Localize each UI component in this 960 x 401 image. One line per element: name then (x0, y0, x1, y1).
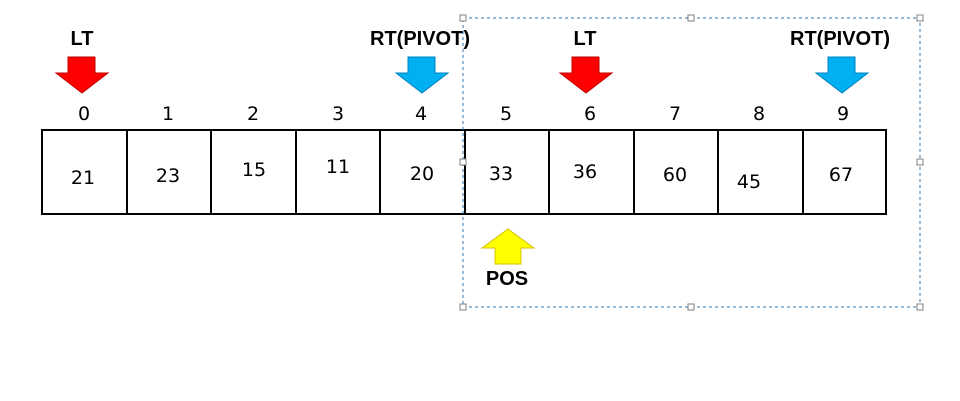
lt-label-left: LT (71, 28, 94, 50)
array-cell-9 (802, 129, 887, 215)
cell-value: 11 (326, 156, 350, 178)
pos-label: POS (486, 268, 528, 290)
cell-value: 33 (489, 163, 513, 185)
selection-handle[interactable] (687, 303, 695, 311)
index-label: 4 (415, 103, 427, 125)
selection-handle[interactable] (459, 303, 467, 311)
index-label: 5 (500, 103, 512, 125)
index-label: 0 (78, 103, 90, 125)
cell-value: 15 (242, 159, 266, 181)
array-indices: 0 1 2 3 4 5 6 7 8 9 (78, 103, 849, 125)
selection-handle[interactable] (459, 158, 467, 166)
rt-pivot-label-right: RT(PIVOT) (790, 28, 890, 50)
selection-handle[interactable] (459, 14, 467, 22)
cell-value: 36 (573, 161, 597, 183)
cell-value: 20 (410, 163, 434, 185)
lt-label-right: LT (574, 28, 597, 50)
cell-value: 45 (737, 171, 761, 193)
index-label: 3 (332, 103, 344, 125)
rt-pivot-label-left: RT(PIVOT) (370, 28, 470, 50)
array-cell-7 (633, 129, 719, 215)
selection-handle[interactable] (916, 303, 924, 311)
array-cells (41, 129, 887, 215)
selection-handle[interactable] (916, 14, 924, 22)
cell-value: 23 (156, 165, 180, 187)
array-cell-0 (41, 129, 128, 215)
cell-value: 67 (829, 164, 853, 186)
array-cell-4 (379, 129, 466, 215)
cell-value: 60 (663, 164, 687, 186)
rt-pivot-arrow-right-icon (814, 56, 870, 94)
marker-arrows (54, 56, 870, 265)
array-cell-1 (126, 129, 212, 215)
index-label: 1 (162, 103, 174, 125)
pos-arrow-icon (480, 228, 536, 265)
index-label: 7 (669, 103, 681, 125)
array-cell-5 (464, 129, 550, 215)
array-cell-6 (548, 129, 635, 215)
selection-box[interactable] (459, 14, 924, 311)
index-label: 8 (753, 103, 765, 125)
array-cell-8 (717, 129, 804, 215)
lt-arrow-left-icon (54, 56, 110, 94)
array-values: 21 23 15 11 20 33 36 60 45 67 (71, 156, 853, 193)
rt-pivot-arrow-left-icon (394, 56, 450, 94)
selection-handle[interactable] (687, 14, 695, 22)
lt-arrow-right-icon (558, 56, 614, 94)
marker-labels: LT RT(PIVOT) LT RT(PIVOT) POS (71, 28, 890, 290)
index-label: 6 (584, 103, 596, 125)
index-label: 9 (837, 103, 849, 125)
array-cell-2 (210, 129, 297, 215)
cell-value: 21 (71, 167, 95, 189)
selection-handle[interactable] (916, 158, 924, 166)
index-label: 2 (247, 103, 259, 125)
